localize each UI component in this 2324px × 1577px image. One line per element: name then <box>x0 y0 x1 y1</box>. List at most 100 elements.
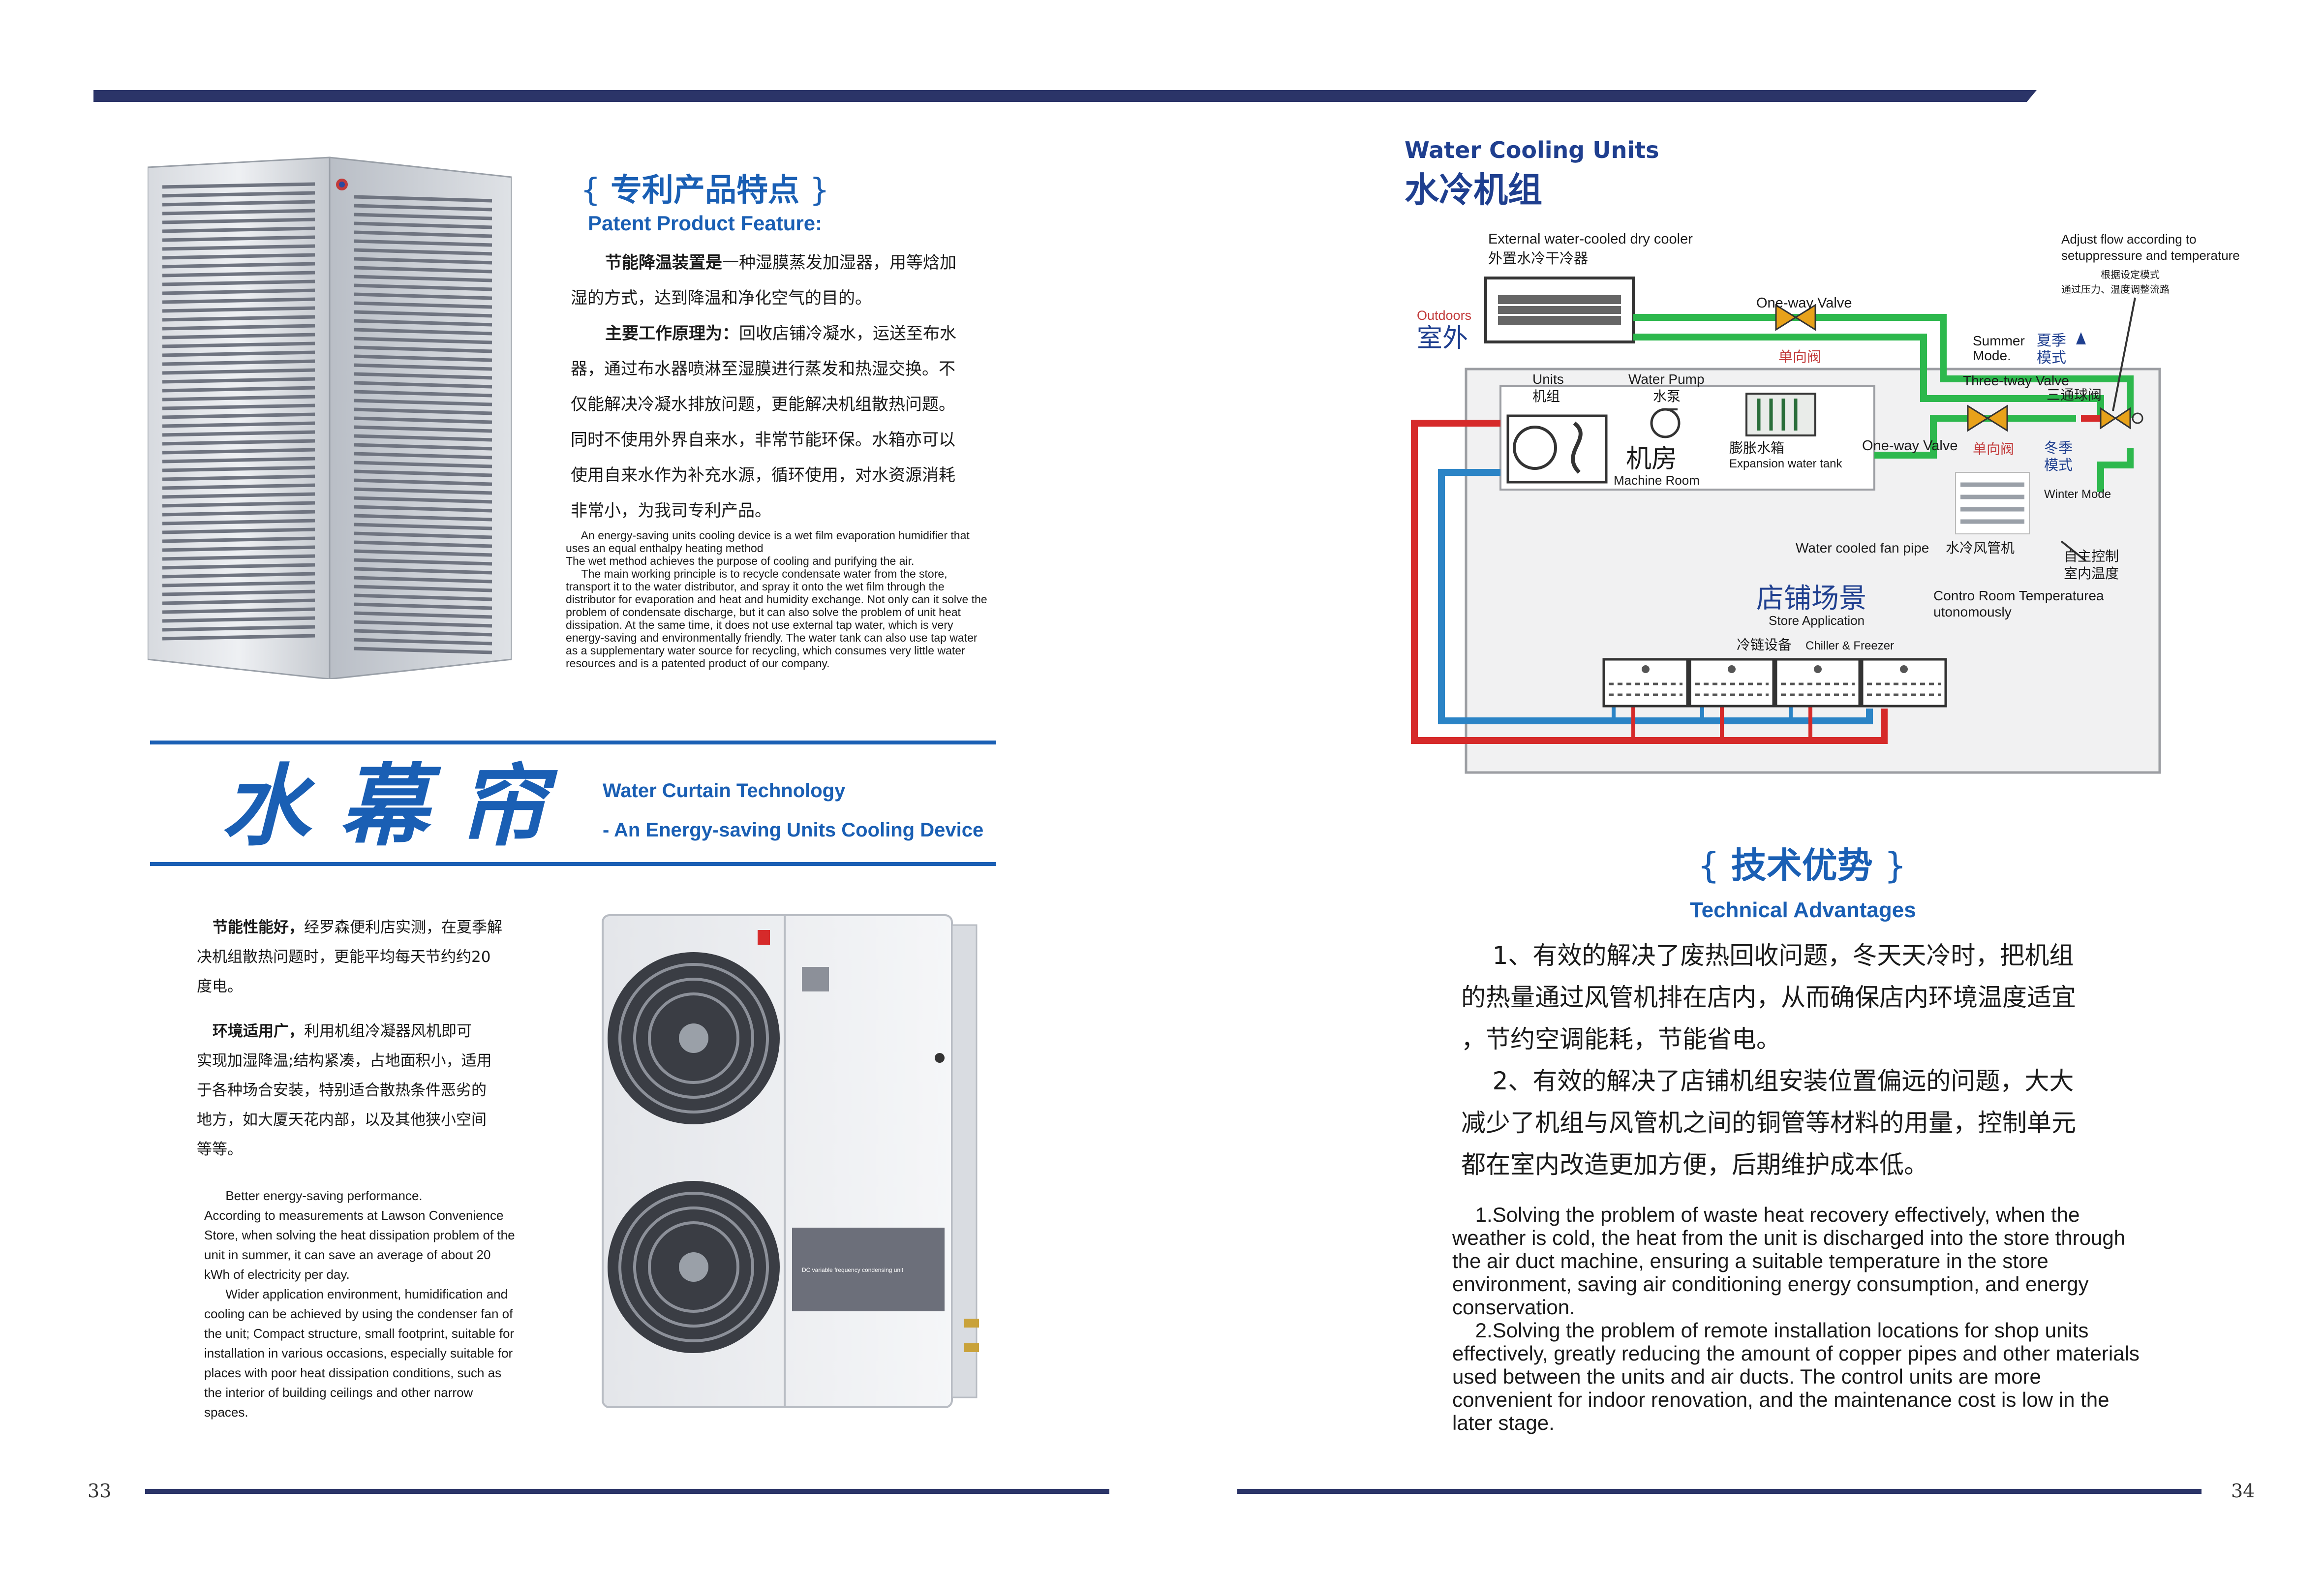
svg-text:Mode.: Mode. <box>1973 348 2011 363</box>
line-text: 使用自来水作为补充水源，循环使用，对水资源消耗 <box>571 465 955 485</box>
text-line: 度电。 <box>197 972 581 1001</box>
page-number-left: 33 <box>88 1480 112 1502</box>
patent-title-en: Patent Product Feature: <box>588 212 823 235</box>
line-text: 器，通过布水器喷淋至湿膜进行蒸发和热湿交换。不 <box>571 359 955 379</box>
bottom-rule-right <box>1237 1489 2202 1494</box>
grille-slat <box>162 271 315 278</box>
text-line: The wet method achieves the purpose of c… <box>566 555 915 567</box>
grille-slat <box>162 182 315 189</box>
svg-text:外置水冷干冷器: 外置水冷干冷器 <box>1488 250 1588 267</box>
patent-title-cn-text: 专利产品特点 <box>611 172 800 209</box>
text-line: 都在室内改造更加方便，后期维护成本低。 <box>1461 1150 1928 1179</box>
svg-text:Water Pump: Water Pump <box>1628 371 1705 387</box>
grille-slat <box>354 354 492 362</box>
grille-slat <box>354 629 492 637</box>
line-text: 等等。 <box>197 1141 243 1158</box>
grille-slat <box>354 204 492 212</box>
grille-slat <box>354 523 492 530</box>
grille-slat <box>162 395 315 402</box>
grille-slat <box>354 416 492 424</box>
bottom-rule-left <box>145 1489 1109 1494</box>
unit-compressor-icon <box>1506 414 1608 484</box>
grille-slat <box>354 469 492 477</box>
grille-slat <box>354 540 492 548</box>
curtain-title-cn: 水幕帘 <box>221 755 576 858</box>
text-line: The main working principle is to recycle… <box>566 567 948 580</box>
text-line <box>197 1001 581 1017</box>
grille-slat <box>162 625 315 632</box>
svg-text:模式: 模式 <box>2044 457 2073 473</box>
svg-text:机房: 机房 <box>1626 444 1677 474</box>
grille-slat <box>354 257 492 265</box>
curtain-rule-bottom <box>150 862 996 866</box>
svg-text:Chiller & Freezer: Chiller & Freezer <box>1805 639 1894 652</box>
line-text: 决机组散热问题时，更能平均每天节约约20 <box>197 948 491 966</box>
grille-slat <box>354 620 492 628</box>
line-text: 经罗森便利店实测，在夏季解 <box>304 919 502 936</box>
svg-text:One-way Valve: One-way Valve <box>1756 295 1852 311</box>
patent-title-cn: { 专利产品特点 } <box>581 172 830 209</box>
svg-text:Store Application: Store Application <box>1769 613 1865 628</box>
patent-paragraph-cn: 节能降温装置是一种湿膜蒸发加湿器，用等焓加湿的方式，达到降温和净化空气的目的。主… <box>571 245 994 528</box>
text-line: as a supplementary water source for recy… <box>566 644 965 657</box>
grille-slat <box>162 226 315 233</box>
grille-slat <box>354 549 492 557</box>
grille-slat <box>354 585 492 592</box>
grille-slat <box>162 209 315 216</box>
grille-slat <box>354 372 492 380</box>
grille-slat <box>354 602 492 610</box>
condensing-unit-image: DC variable frequency condensing unit <box>602 914 979 1408</box>
grille-slat <box>354 319 492 327</box>
benefits-paragraph-cn: 节能性能好，经罗森便利店实测，在夏季解决机组散热问题时，更能平均每天节约约20 度… <box>197 913 581 1164</box>
svg-text:单向阀: 单向阀 <box>1973 441 2014 457</box>
dry-cooler-icon <box>1484 277 1635 343</box>
grille-slat <box>162 368 315 375</box>
grille-slat <box>354 434 492 442</box>
text-line: the interior of building ceilings and ot… <box>204 1385 473 1400</box>
text-line: According to measurements at Lawson Conv… <box>204 1208 504 1223</box>
grille-slat <box>162 616 315 623</box>
grille-slat <box>354 248 492 256</box>
grille-slat <box>162 297 315 304</box>
text-line: 主要工作原理为：回收店铺冷凝水，运送至布水 <box>571 316 994 351</box>
text-line: unit in summer, it can save an average o… <box>204 1247 491 1262</box>
text-line: places with poor heat dissipation condit… <box>204 1365 502 1380</box>
grille-slat <box>354 407 492 415</box>
grille-slat <box>354 275 492 282</box>
text-line: ，节约空调能耗，节能省电。 <box>1461 1025 1781 1053</box>
grille-slat <box>354 213 492 220</box>
text-line: energy-saving and environmentally friend… <box>566 631 978 644</box>
text-line: 非常小，为我司专利产品。 <box>571 493 994 528</box>
grille-slat <box>354 443 492 451</box>
svg-text:Units: Units <box>1532 371 1564 387</box>
svg-text:utonomously: utonomously <box>1933 604 2012 619</box>
grille-slat <box>354 531 492 539</box>
grille-slat <box>162 421 315 428</box>
text-line: 节能性能好，经罗森便利店实测，在夏季解 <box>197 913 581 942</box>
grille-slat <box>354 345 492 353</box>
text-line: problem of condensate discharge, but it … <box>566 606 961 618</box>
svg-text:店铺场景: 店铺场景 <box>1756 583 1866 615</box>
grille-slat <box>354 611 492 619</box>
grille-slat <box>162 324 315 331</box>
grille-slat <box>354 452 492 460</box>
grille-slat <box>162 483 315 490</box>
svg-text:水泵: 水泵 <box>1653 388 1681 404</box>
grille-slat <box>162 598 315 605</box>
grille-slat <box>354 230 492 238</box>
grille-slat <box>162 563 315 570</box>
grille-slat <box>162 306 315 313</box>
grille-slat <box>162 474 315 481</box>
svg-text:模式: 模式 <box>2037 349 2066 367</box>
grille-slat <box>354 195 492 203</box>
grille-slat <box>162 634 315 641</box>
text-line: cooling can be achieved by using the con… <box>204 1306 513 1321</box>
grille-slat <box>162 430 315 437</box>
grille-slat <box>162 501 315 508</box>
advantages-title-cn: { 技术优势 } <box>1697 845 1907 886</box>
grille-slat <box>162 465 315 472</box>
text-line: spaces. <box>204 1405 248 1420</box>
svg-text:Water cooled fan pipe: Water cooled fan pipe <box>1796 540 1929 556</box>
top-rule-left <box>93 90 1156 102</box>
text-line: 1.Solving the problem of waste heat reco… <box>1452 1203 2080 1226</box>
